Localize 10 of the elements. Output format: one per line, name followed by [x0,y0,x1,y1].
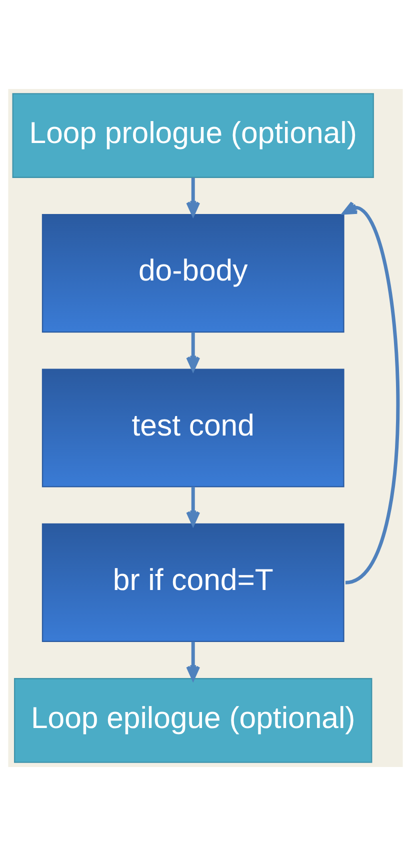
node-box: Loop prologue (optional) [12,93,374,178]
arrow [186,178,200,216]
arrow [186,486,200,526]
arrow [186,642,200,680]
arrow [342,201,400,584]
node-box: br if cond=T [42,523,344,642]
node-box: Loop epilogue (optional) [14,678,372,763]
node-box: do-body [42,214,344,333]
node-box: test cond [42,368,344,488]
arrow [186,332,200,371]
